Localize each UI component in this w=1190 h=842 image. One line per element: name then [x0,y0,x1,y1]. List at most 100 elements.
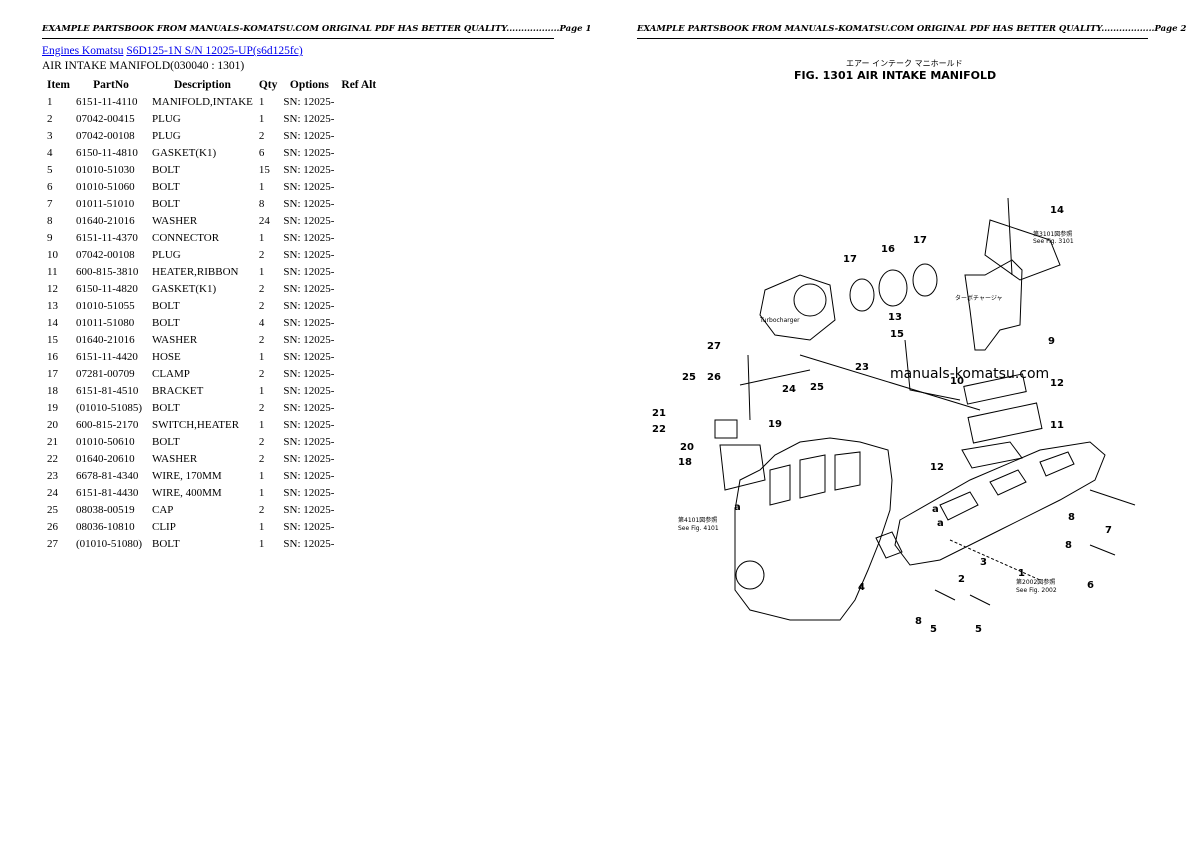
cell-description: BOLT [152,435,180,448]
cell-qty: 1 [258,520,265,533]
bolt-5-left [934,589,956,601]
ref-4101-jp: 第4101図参照 [678,516,717,524]
cell-options: SN: 12025- [283,112,335,125]
hose-16 [878,269,908,307]
cell-qty: 2 [258,435,265,448]
page-2-header: EXAMPLE PARTSBOOK FROM MANUALS-KOMATSU.C… [637,24,1186,39]
callout-25: 25 [682,372,696,383]
callout-20: 20 [680,442,694,453]
cell-ref-alt [338,501,379,518]
cell-partno: 01010-51060 [76,180,135,193]
callout-10: 10 [950,376,964,387]
cell-options: SN: 12025- [283,265,335,278]
cell-qty: 1 [258,537,265,550]
callout-14: 14 [1050,205,1064,216]
cell-item: 3 [47,129,53,142]
cell-options: SN: 12025- [283,163,335,176]
cell-qty: 1 [258,112,265,125]
cell-ref-alt [338,433,379,450]
breadcrumb: Engines Komatsu S6D125-1N S/N 12025-UP(s… [42,45,303,57]
cell-description: GASKET(K1) [152,146,217,159]
ref-3101: See Fig. 3101 [1033,238,1074,245]
figure-title-en: FIG. 1301 AIR INTAKE MANIFOLD [794,69,997,82]
callout-a: a [734,502,741,513]
cell-qty: 2 [258,248,265,261]
cell-item: 12 [47,282,58,295]
cell-ref-alt [338,127,379,144]
callout-5: 5 [975,624,982,635]
cell-item: 19 [47,401,58,414]
cell-options: SN: 12025- [283,520,335,533]
ref-4101: See Fig. 4101 [678,525,719,532]
cell-ref-alt [338,535,379,552]
cell-qty: 1 [258,95,265,108]
callout-5: 5 [930,624,937,635]
callout-15: 15 [890,329,904,340]
wire-23 [904,339,961,401]
cell-item: 5 [47,163,53,176]
cell-item: 14 [47,316,58,329]
callout-8: 8 [915,616,922,627]
bolt-7 [1089,489,1136,506]
cell-ref-alt [338,348,379,365]
cell-item: 4 [47,146,53,159]
cell-description: BOLT [152,180,180,193]
cell-item: 21 [47,435,58,448]
cell-partno: 6150-11-4820 [76,282,138,295]
cell-ref-alt [338,399,379,416]
callout-13: 13 [888,312,902,323]
cell-item: 2 [47,112,53,125]
cell-description: HEATER,RIBBON [152,265,239,278]
cell-description: WASHER [152,333,198,346]
callout-2: 2 [958,574,965,585]
breadcrumb-link-model[interactable]: S6D125-1N S/N 12025-UP(s6d125fc) [126,45,303,57]
cell-partno: 600-815-3810 [76,265,139,278]
cell-options: SN: 12025- [283,333,335,346]
callout-26: 26 [707,372,721,383]
cell-ref-alt [338,331,379,348]
cell-ref-alt [338,280,379,297]
col-header-partno: PartNo [93,78,129,91]
callout-11: 11 [1050,420,1064,431]
cell-description: WASHER [152,214,198,227]
cell-ref-alt [338,484,379,501]
cell-qty: 2 [258,129,265,142]
cell-item: 25 [47,503,58,516]
cell-description: PLUG [152,248,181,261]
callout-4: 4 [858,582,865,593]
cell-description: CAP [152,503,174,516]
turbo-label: ターボチャージャ [955,294,1003,302]
col-header-options: Options [289,78,329,91]
cell-qty: 15 [258,163,270,176]
connector-bracket [984,219,1061,281]
cell-partno: 01010-51055 [76,299,135,312]
cell-item: 22 [47,452,58,465]
cell-partno: 08038-00519 [76,503,135,516]
clamp-17-left [849,278,875,312]
section-title: AIR INTAKE MANIFOLD(030040 : 1301) [42,60,245,72]
bolt-27 [747,354,751,421]
cell-partno: 01010-51030 [76,163,135,176]
cell-item: 24 [47,486,58,499]
cell-description: PLUG [152,129,181,142]
cell-item: 23 [47,469,58,482]
cell-item: 1 [47,95,53,108]
cell-options: SN: 12025- [283,197,335,210]
cell-qty: 1 [258,350,265,363]
breadcrumb-link-engines[interactable]: Engines Komatsu [42,45,124,57]
callout-a: a [932,504,939,515]
turbo-housing [793,283,827,317]
cell-qty: 2 [258,503,265,516]
cell-partno: 6151-81-4510 [76,384,139,397]
